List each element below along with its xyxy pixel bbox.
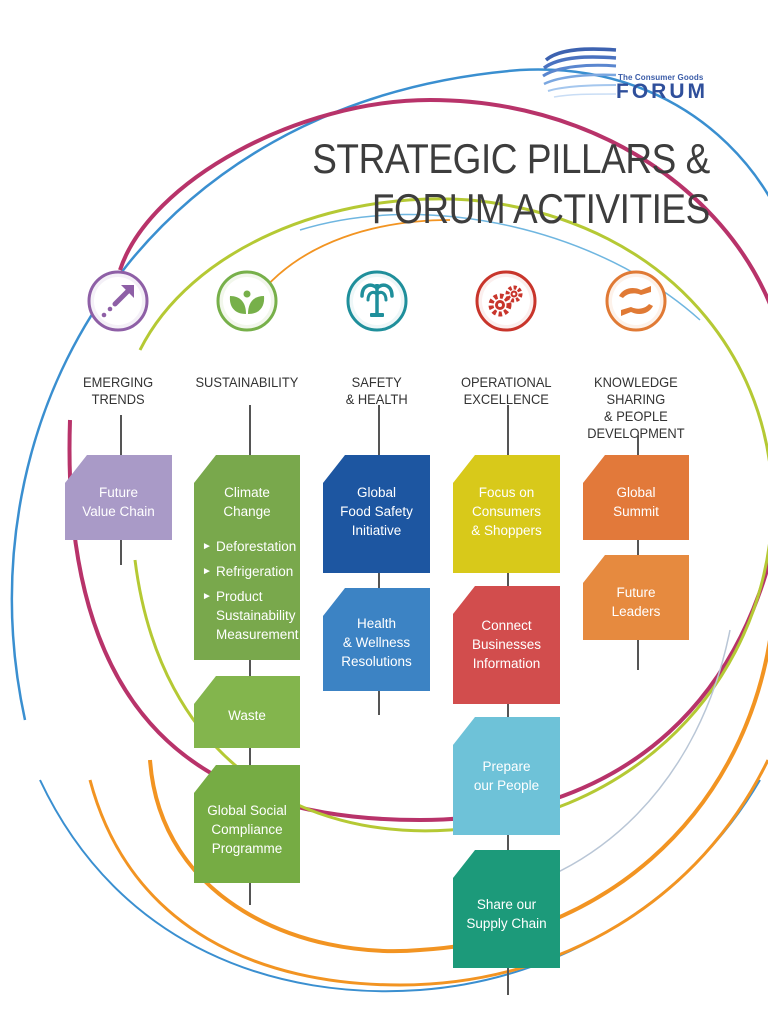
bullet-deforestation: ►Deforestation bbox=[202, 539, 297, 554]
activity-label: Focus on Consumers & Shoppers bbox=[471, 485, 542, 538]
connector-line-knowledge bbox=[637, 435, 639, 670]
ring-blue-bottom bbox=[39, 779, 761, 993]
forum-logo: The Consumer Goods FORUM bbox=[540, 46, 740, 106]
gears-icon bbox=[475, 270, 537, 332]
pillar-label-operational-excellence: OPERATIONAL EXCELLENCE bbox=[460, 374, 552, 407]
activity-climate-change: Climate Change ►Deforestation ►Refrigera… bbox=[194, 455, 300, 660]
activity-waste: Waste bbox=[194, 676, 300, 748]
pillar-label-knowledge-sharing: KNOWLEDGE SHARING & PEOPLE DEVELOPMENT bbox=[587, 374, 685, 441]
ring-orange-bottom bbox=[88, 759, 768, 987]
activity-label: Climate Change bbox=[223, 485, 271, 519]
title-line-2: FORUM ACTIVITIES bbox=[372, 185, 710, 232]
activity-label: Connect Businesses Information bbox=[471, 618, 542, 671]
arrow-diagonal-icon bbox=[87, 270, 149, 332]
pillar-label-sustainability: SUSTAINABILITY bbox=[195, 374, 299, 390]
activity-global-summit: Global Summit bbox=[583, 455, 689, 540]
activity-label: Share our Supply Chain bbox=[466, 897, 547, 931]
logo-top-text: The Consumer Goods bbox=[618, 73, 704, 82]
activity-health-wellness: Health & Wellness Resolutions bbox=[323, 588, 430, 691]
leaves-icon bbox=[216, 270, 278, 332]
pillar-label-safety-health: SAFETY & HEALTH bbox=[345, 374, 409, 407]
bullet-product-sustainability: ►Product Sustainability Measurement bbox=[202, 589, 299, 642]
title-line-1: STRATEGIC PILLARS & bbox=[312, 135, 710, 182]
activity-label: Future Value Chain bbox=[82, 485, 155, 519]
activity-label: Global Food Safety Initiative bbox=[340, 485, 413, 538]
activity-connect-businesses: Connect Businesses Information bbox=[453, 586, 560, 704]
activity-label: Global Social Compliance Programme bbox=[207, 803, 287, 856]
hands-icon bbox=[605, 270, 667, 332]
bullet-arrow-icon: ► bbox=[202, 566, 212, 577]
logo-main-text: FORUM bbox=[616, 80, 708, 103]
activity-global-social-compliance: Global Social Compliance Programme bbox=[194, 765, 300, 883]
ring-orange-inner bbox=[254, 219, 451, 301]
activity-label: Prepare our People bbox=[473, 759, 540, 793]
activity-label: Health & Wellness Resolutions bbox=[341, 616, 412, 669]
activity-label: Global Summit bbox=[613, 485, 659, 519]
activity-focus-consumers: Focus on Consumers & Shoppers bbox=[453, 455, 560, 573]
bullet-arrow-icon: ► bbox=[202, 541, 212, 552]
activity-label: Waste bbox=[228, 708, 266, 723]
ring-lime bbox=[133, 197, 768, 833]
activity-future-leaders: Future Leaders bbox=[583, 555, 689, 640]
logo-swoosh bbox=[542, 47, 617, 98]
activity-future-value-chain: Future Value Chain bbox=[65, 455, 172, 540]
activity-global-food-safety: Global Food Safety Initiative bbox=[323, 455, 430, 573]
bullet-refrigeration: ►Refrigeration bbox=[202, 564, 294, 579]
activity-share-supply-chain: Share our Supply Chain bbox=[453, 850, 560, 968]
bullet-arrow-icon: ► bbox=[202, 591, 212, 602]
ring-magenta bbox=[67, 97, 768, 823]
ring-blue bbox=[10, 68, 768, 721]
activity-label: Future Leaders bbox=[611, 585, 661, 619]
activity-prepare-people: Prepare our People bbox=[453, 717, 560, 835]
climate-change-bullets: ►Deforestation ►Refrigeration ►Product S… bbox=[202, 537, 299, 650]
fountain-icon bbox=[346, 270, 408, 332]
pillar-label-emerging-trends: EMERGING TRENDS bbox=[82, 374, 154, 407]
page-title: STRATEGIC PILLARS & FORUM ACTIVITIES bbox=[258, 134, 710, 234]
